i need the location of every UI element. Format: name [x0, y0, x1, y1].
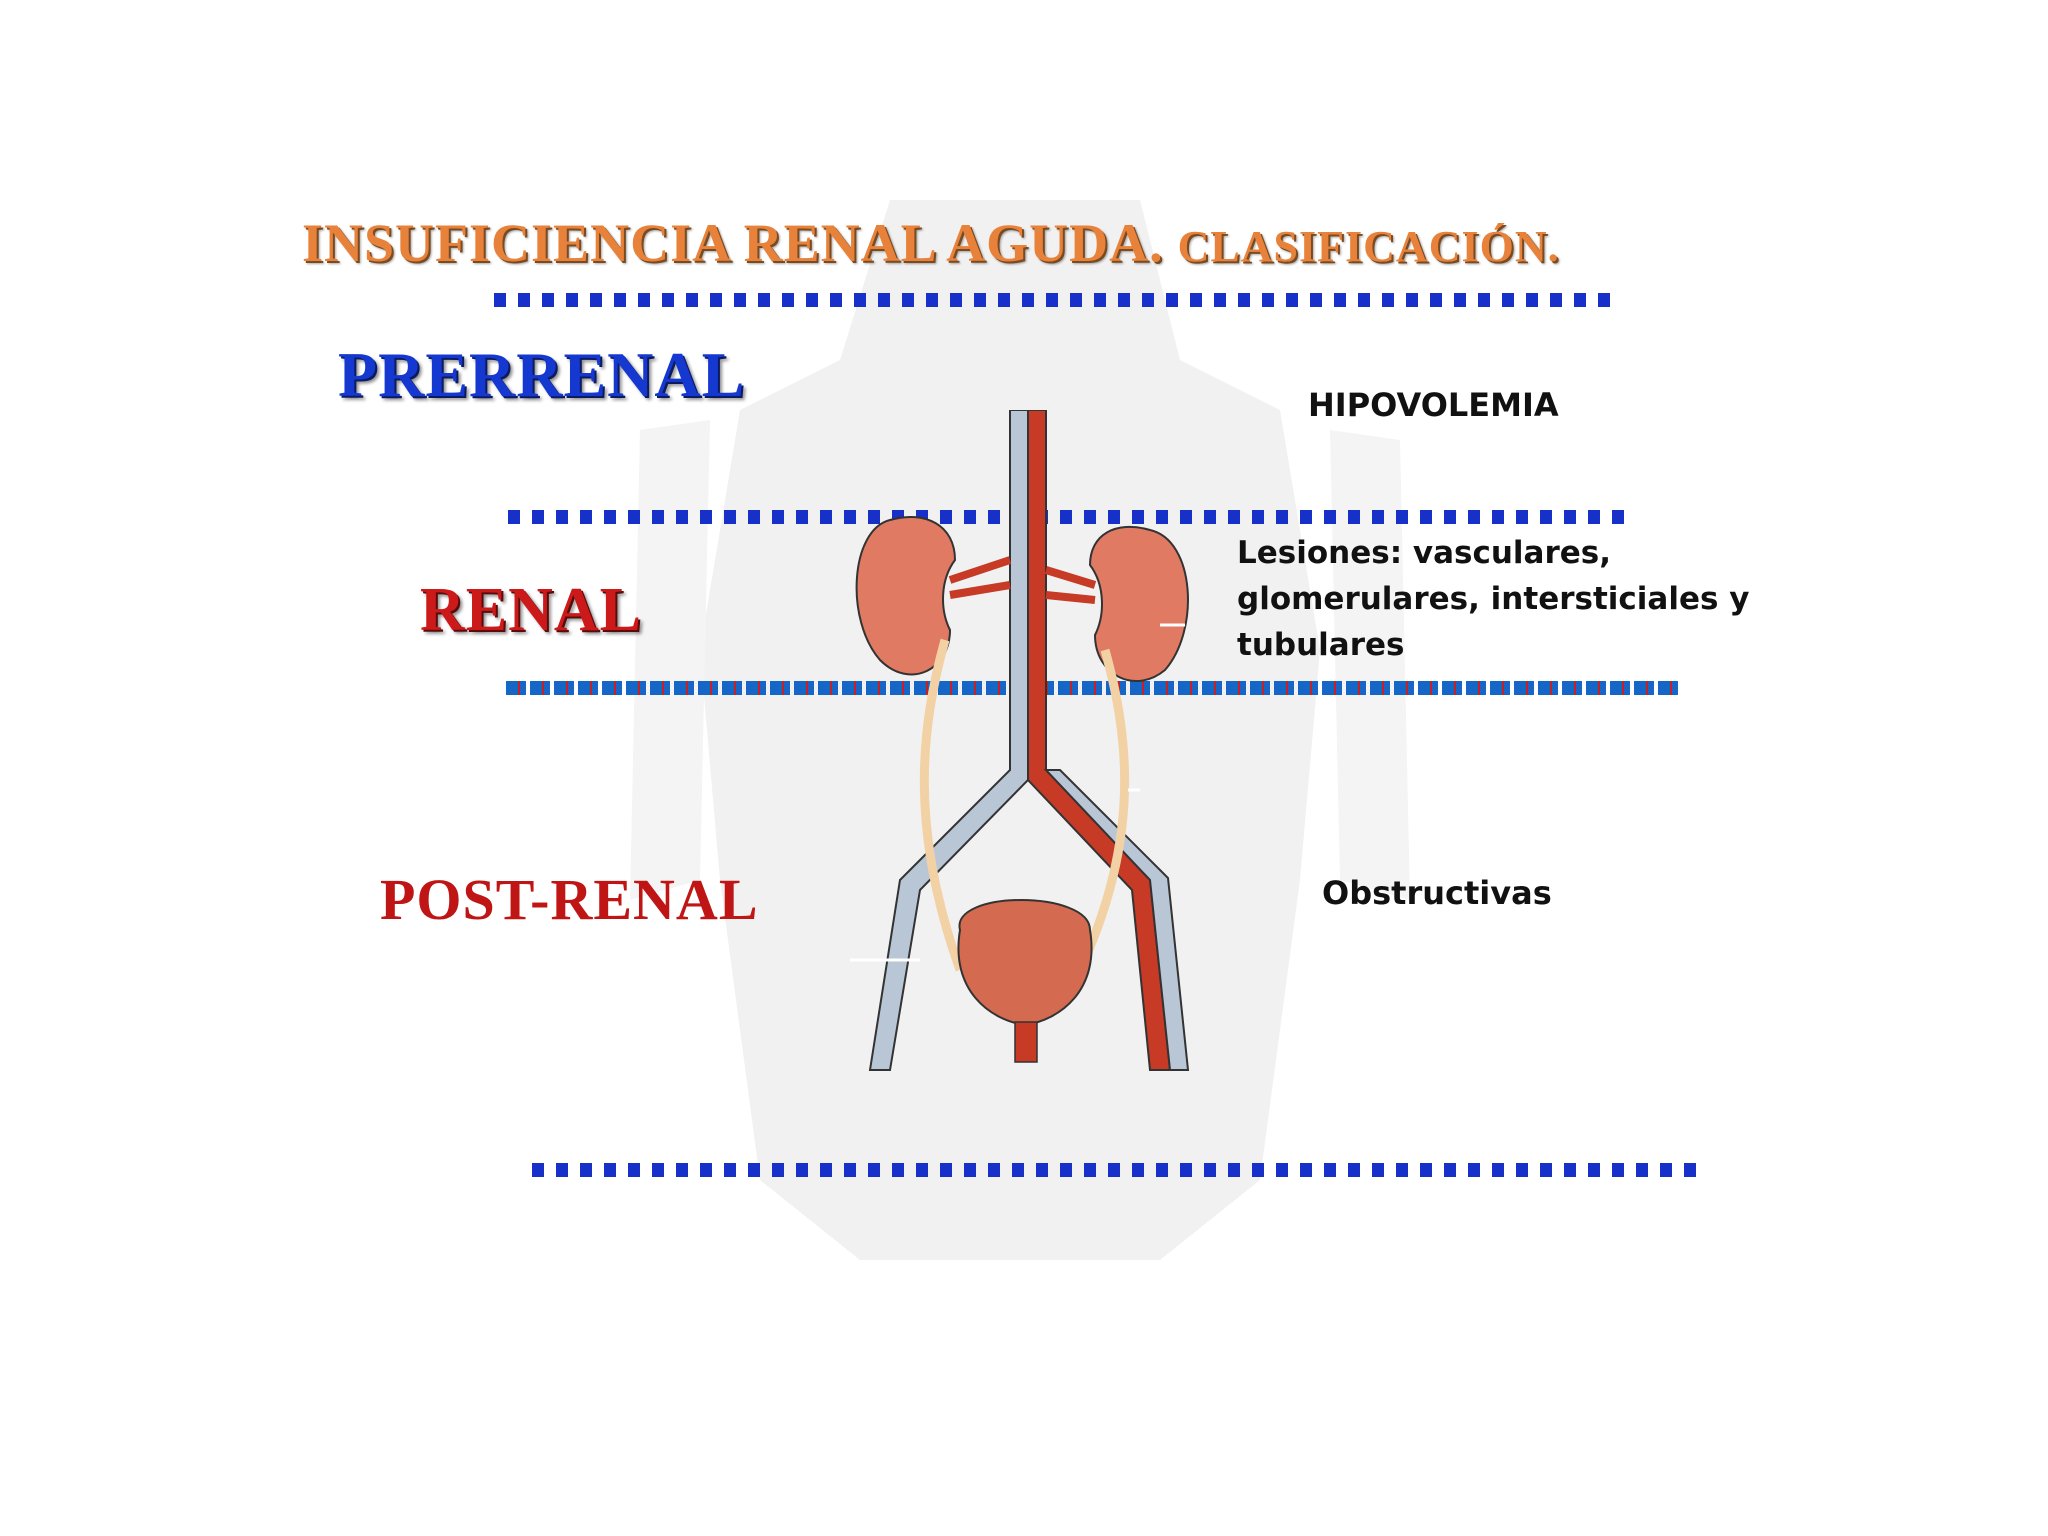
title-sub: CLASIFICACIÓN. [1177, 222, 1560, 271]
separator-prerrenal-renal [508, 510, 1624, 524]
label-pointers [850, 623, 1185, 962]
ureters [919, 638, 1130, 972]
aorta [1027, 410, 1190, 1071]
separator-bottom [532, 1163, 1704, 1177]
description-post-renal: Obstructivas [1322, 874, 1552, 912]
description-renal: Lesiones: vasculares, glomerulares, inte… [1237, 535, 1750, 663]
slide-title: INSUFICIENCIA RENAL AGUDA. CLASIFICACIÓN. [302, 212, 1802, 274]
description-prerrenal: HIPOVOLEMIA [1308, 386, 1559, 424]
separator-top [494, 293, 1610, 307]
category-prerrenal: PRERRENAL [338, 339, 746, 410]
kidney-right [1044, 525, 1189, 682]
title-main: INSUFICIENCIA RENAL AGUDA. [302, 213, 1164, 273]
bladder [957, 899, 1093, 1063]
urinary-system-illustration [850, 410, 1190, 1071]
separator-renal-postrenal [506, 681, 1678, 695]
kidney-left [855, 515, 1012, 676]
category-renal: RENAL [420, 576, 643, 644]
category-post-renal: POST-RENAL [380, 867, 759, 932]
